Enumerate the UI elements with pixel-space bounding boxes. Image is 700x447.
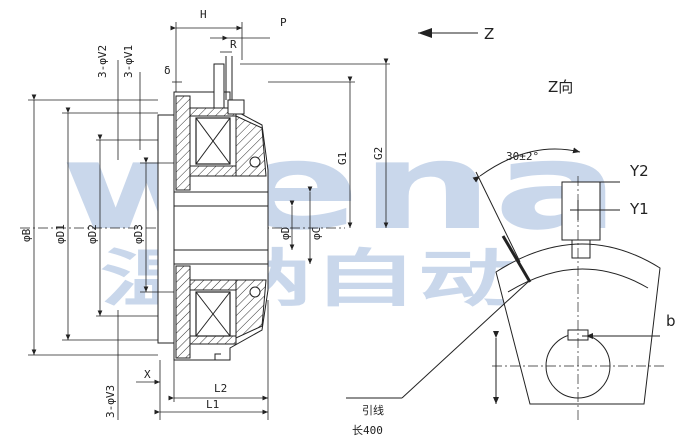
detail-labels: 30±2° Y2 Y1 b 引线 长400	[352, 150, 676, 437]
dim-x-label: X	[144, 368, 151, 381]
dim-v2-label: 3-φV2	[96, 45, 109, 78]
dim-b-small-label: b	[666, 312, 676, 330]
dim-r-label: R	[230, 38, 237, 51]
dim-l1-label: L1	[206, 398, 219, 411]
dimension-labels: H P R δ 3-φV2 3-φV1 φB φD1 φD2 φD3 φD φC…	[20, 8, 385, 418]
dim-delta-label: δ	[164, 64, 171, 77]
dim-y2-label: Y2	[629, 162, 649, 180]
dim-d1-label: φD1	[54, 224, 67, 244]
view-title: Z向	[548, 78, 573, 96]
dim-l2-label: L2	[214, 382, 227, 395]
dim-g2-label: G2	[372, 147, 385, 160]
dim-c-label: φC	[310, 227, 323, 240]
detail-view	[346, 147, 665, 422]
dim-d3-label: φD3	[132, 224, 145, 244]
dim-d2-label: φD2	[86, 224, 99, 244]
dim-v3-label: 3-φV3	[104, 385, 117, 418]
direction-label: Z	[484, 25, 494, 43]
dim-b-label: φB	[20, 228, 33, 242]
direction-arrow: Z	[418, 25, 494, 43]
dimension-lines	[28, 22, 390, 420]
angle-label: 30±2°	[506, 150, 539, 163]
dim-d-label: φD	[279, 227, 292, 240]
section-view	[20, 56, 345, 361]
svg-text:wena: wena	[60, 118, 620, 257]
dim-y1-label: Y1	[629, 200, 649, 218]
dim-v1-label: 3-φV1	[122, 45, 135, 78]
length-label: 长400	[352, 424, 383, 437]
lead-wire-label: 引线	[362, 403, 384, 417]
dim-g1-label: G1	[336, 152, 349, 165]
dim-p-label: P	[280, 16, 287, 29]
dim-h-label: H	[200, 8, 207, 21]
